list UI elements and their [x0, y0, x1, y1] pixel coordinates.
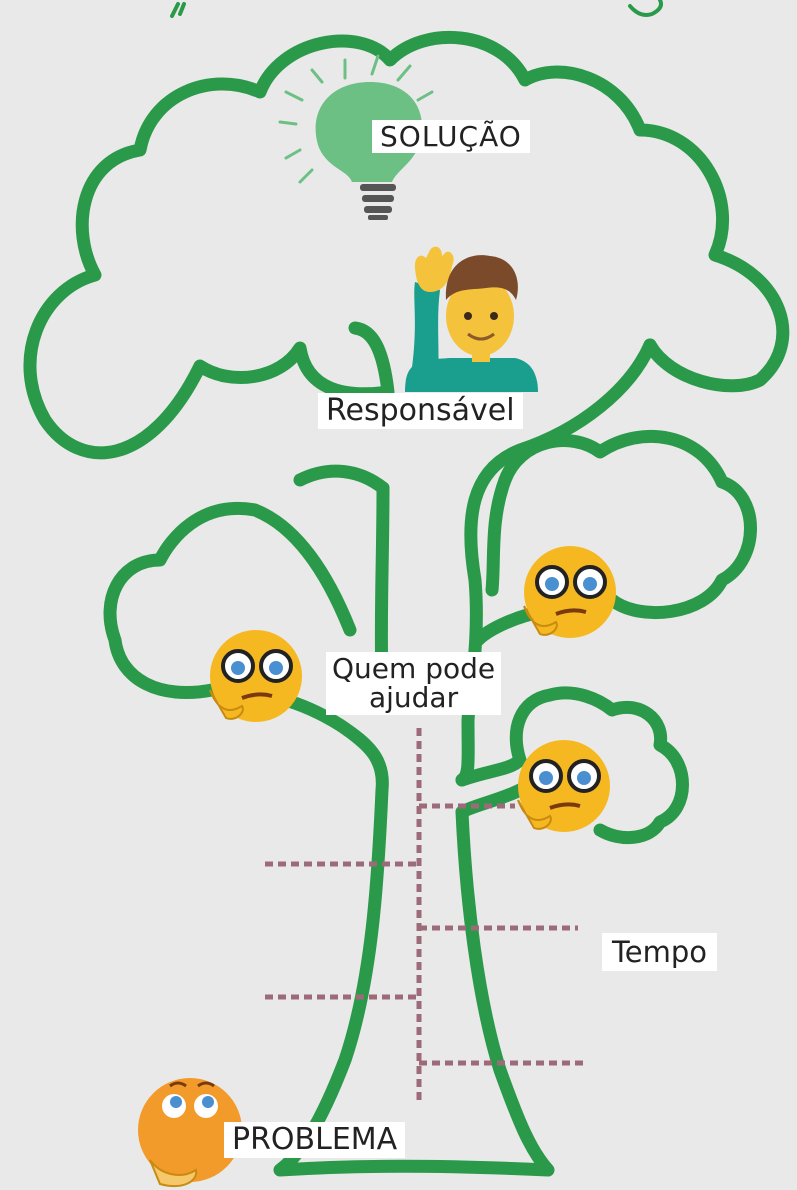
- thinking-face-with-glasses-icon: [524, 546, 616, 638]
- time-label: Tempo: [602, 933, 717, 971]
- raising-hand-person-icon: [405, 247, 538, 392]
- problem-label: PROBLEMA: [224, 1122, 405, 1158]
- title-fragment: [172, 0, 661, 16]
- solution-label: SOLUÇÃO: [372, 120, 530, 153]
- who-can-help-label: Quem pode ajudar: [326, 652, 501, 715]
- responsible-label: Responsável: [318, 393, 523, 429]
- thinking-face-with-glasses-icon: [210, 630, 302, 722]
- who-can-help-line2: ajudar: [332, 683, 495, 712]
- who-can-help-line1: Quem pode: [332, 654, 495, 683]
- thinking-face-with-glasses-icon: [518, 740, 610, 832]
- tree-outline: [30, 37, 783, 1170]
- tree-trunk: [280, 790, 548, 1170]
